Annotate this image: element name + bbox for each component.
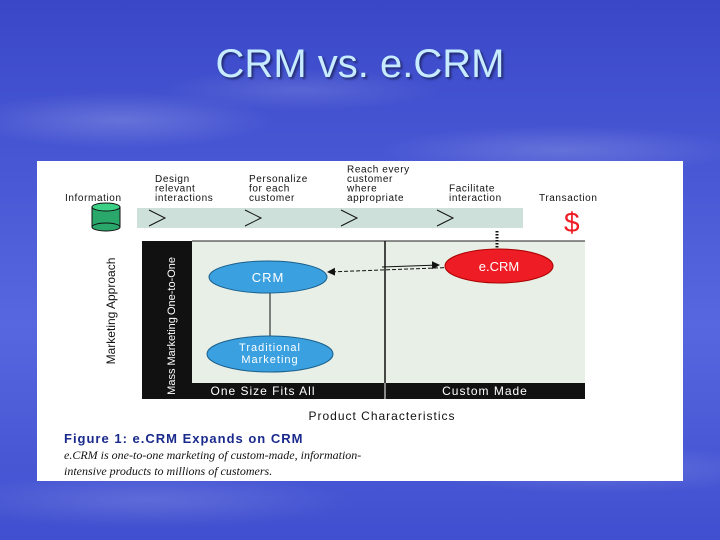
stage-label: appropriate	[347, 193, 404, 204]
ecrm-node: e.CRM	[444, 248, 554, 284]
y-axis-title: Marketing Approach	[104, 258, 118, 365]
crm-node: CRM	[208, 260, 328, 294]
chevron-icon	[244, 209, 263, 227]
slide-title: CRM vs. e.CRM	[215, 42, 505, 86]
stage-label: customer	[347, 174, 393, 185]
x-right-label: Custom Made	[442, 384, 528, 398]
caption-title: Figure 1: e.CRM Expands on CRM	[64, 431, 303, 446]
chevron-icon	[436, 209, 455, 227]
stage-label: Information	[65, 193, 122, 204]
stage-label: interactions	[155, 193, 213, 204]
caption-line-1: e.CRM is one-to-one marketing of custom-…	[64, 448, 361, 462]
stage-label: relevant	[155, 184, 195, 195]
x-left-label: One Size Fits All	[210, 384, 315, 398]
process-chevrons	[148, 209, 455, 227]
process-band	[137, 208, 523, 228]
x-axis-title: Product Characteristics	[308, 409, 455, 423]
stage-label: Facilitate	[449, 184, 495, 195]
traditional-marketing-node: Traditional Marketing	[206, 335, 334, 373]
caption-line-2: intensive products to millions of custom…	[64, 464, 272, 478]
to-ecrm-arrow	[381, 261, 440, 270]
dollar-icon: $	[564, 207, 580, 238]
chevron-icon	[340, 209, 359, 227]
crm-label: CRM	[252, 270, 285, 285]
ecrm-to-crm-arrow	[327, 266, 463, 276]
chevron-icon	[148, 209, 167, 227]
stage-label: Design	[155, 174, 190, 185]
stage-label: Transaction	[539, 193, 597, 204]
y-axis-bar	[142, 241, 192, 399]
stage-label: interaction	[449, 193, 502, 204]
x-axis-bar	[142, 383, 585, 399]
stage-label: Reach every	[347, 165, 410, 176]
stage-label: where	[346, 184, 377, 195]
y-bottom-label: Mass Marketing	[166, 317, 178, 395]
database-icon	[91, 202, 121, 232]
traditional-label-line1: Traditional	[239, 342, 301, 354]
traditional-label-line2: Marketing	[241, 354, 298, 366]
stage-label: customer	[249, 193, 295, 204]
ecrm-label: e.CRM	[479, 259, 519, 274]
stage-label: Personalize	[249, 174, 308, 185]
y-top-label: One-to-One	[166, 257, 178, 315]
stage-label: for each	[249, 184, 290, 195]
